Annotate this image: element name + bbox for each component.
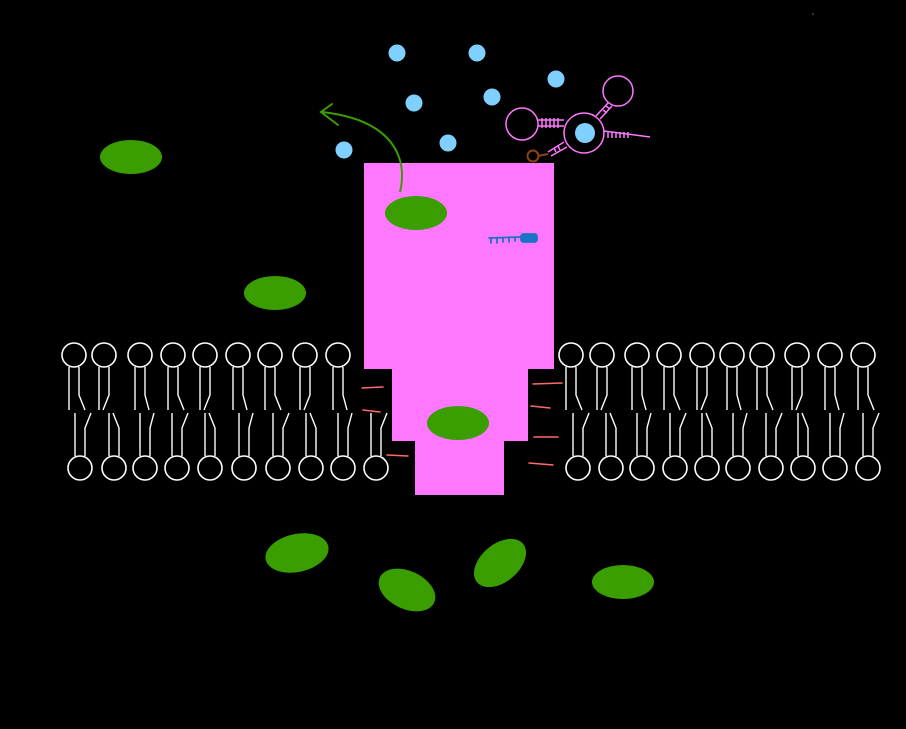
lipid-inner-right: [822, 412, 848, 481]
lipid-inner-right: [694, 412, 720, 481]
lipid-outer-left: [61, 342, 87, 411]
lipid-outer-left: [292, 342, 318, 411]
speck: [812, 13, 814, 15]
ion-icon: [468, 44, 486, 62]
particle-icon: [385, 196, 447, 230]
antagonist-icon: [526, 149, 549, 163]
lipid-inner-right: [855, 412, 881, 481]
lipid-outer-left: [257, 342, 283, 411]
particle-icon: [244, 276, 306, 310]
binding-site-mark: [361, 386, 384, 389]
lipid-inner-right: [758, 412, 784, 481]
ion-icon: [547, 70, 565, 88]
particle-icon: [265, 533, 329, 573]
lipid-outer-left: [127, 342, 153, 411]
lipid-outer-left: [160, 342, 186, 411]
lipid-inner-right: [725, 412, 751, 481]
ion-icon: [388, 44, 406, 62]
lipid-inner-left: [132, 412, 158, 481]
lipid-inner-right: [565, 412, 591, 481]
binding-site-mark: [528, 462, 554, 466]
lipid-outer-right: [749, 342, 775, 411]
lipid-outer-right: [850, 342, 876, 411]
particles: [100, 140, 654, 612]
lipid-inner-left: [330, 412, 356, 481]
lipid-inner-right: [790, 412, 816, 481]
lipid-inner-left: [101, 412, 127, 481]
lipid-inner-right: [662, 412, 688, 481]
tag-icon: [488, 233, 538, 244]
ion-icon: [335, 141, 353, 159]
lipid-inner-left: [164, 412, 190, 481]
lipid-outer-left: [91, 342, 117, 411]
lipid-inner-left: [67, 412, 93, 481]
binding-site-mark: [386, 454, 409, 457]
ion-icon: [405, 94, 423, 112]
bound-ion: [575, 123, 595, 143]
channel-protein: [364, 163, 554, 495]
lipid-inner-right: [598, 412, 624, 481]
ion-icon: [439, 134, 457, 152]
lipid-outer-right: [689, 342, 715, 411]
lipid-outer-left: [192, 342, 218, 411]
lipid-outer-right: [719, 342, 745, 411]
ligand-receptor-icon: [505, 75, 651, 157]
lipid-outer-left: [325, 342, 351, 411]
lipid-outer-right: [558, 342, 584, 411]
binding-site-mark: [530, 405, 551, 409]
lipid-inner-left: [265, 412, 291, 481]
particle-icon: [592, 565, 654, 599]
lipid-outer-right: [784, 342, 810, 411]
lipid-inner-left: [197, 412, 223, 481]
ion-icon: [483, 88, 501, 106]
lipid-outer-right: [817, 342, 843, 411]
particle-icon: [100, 140, 162, 174]
binding-site-mark: [532, 382, 563, 385]
lipid-outer-right: [624, 342, 650, 411]
particle-icon: [473, 538, 527, 588]
lipid-inner-right: [629, 412, 655, 481]
particle-icon: [378, 568, 436, 612]
lipid-inner-left: [363, 412, 389, 481]
curved-arrow-icon: [319, 103, 404, 193]
left-bilayer: [61, 342, 389, 481]
lipid-inner-left: [231, 412, 257, 481]
lipid-outer-left: [225, 342, 251, 411]
lipid-inner-left: [298, 412, 324, 481]
binding-site-mark: [362, 409, 381, 413]
right-bilayer: [558, 342, 881, 481]
particle-icon: [427, 406, 489, 440]
binding-sites: [361, 382, 563, 466]
lipid-outer-right: [656, 342, 682, 411]
lipid-outer-right: [589, 342, 615, 411]
ions: [335, 44, 565, 159]
